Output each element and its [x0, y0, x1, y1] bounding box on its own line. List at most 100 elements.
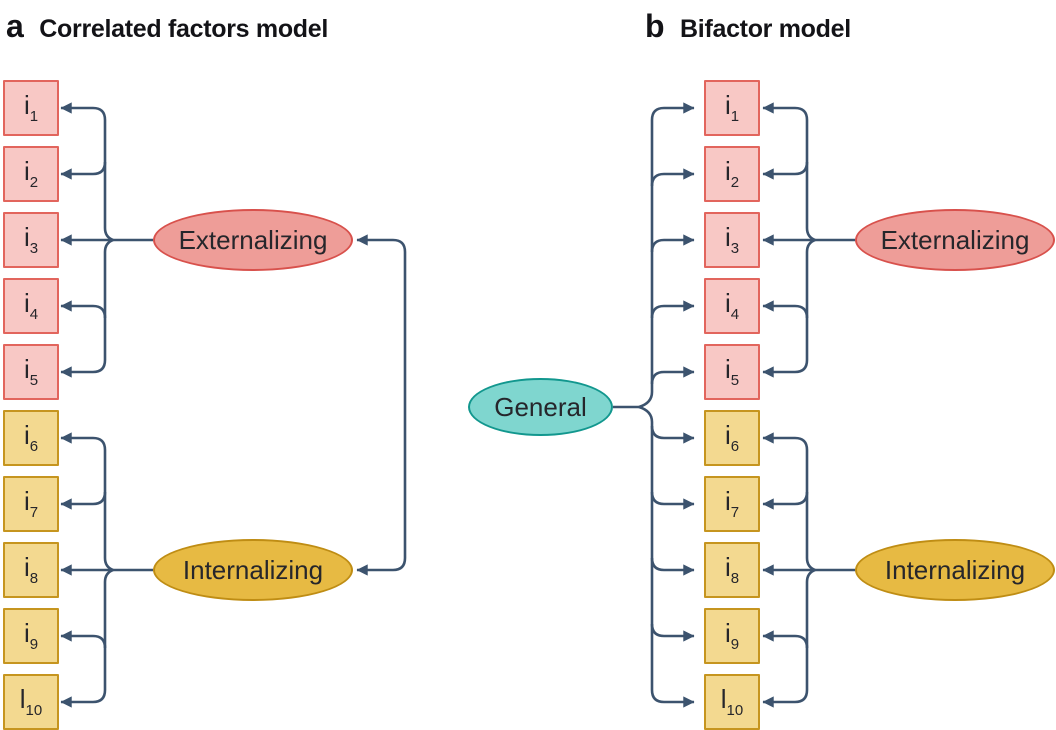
indicator-label: i7 — [725, 488, 739, 520]
indicator-box-b-9: i9 — [704, 608, 760, 664]
indicator-box-a-10: l10 — [3, 674, 59, 730]
indicator-label: i9 — [24, 620, 38, 652]
connector-path — [638, 405, 695, 708]
indicator-subscript: 7 — [29, 504, 39, 521]
indicator-subscript: 1 — [730, 108, 740, 125]
loadings-externalizing-b — [762, 102, 855, 378]
loadings-internalizing-a — [60, 432, 153, 708]
indicator-subscript: 8 — [730, 570, 740, 587]
connector-path — [762, 630, 809, 649]
indicator-letter: i — [23, 420, 30, 450]
indicator-letter: i — [724, 90, 731, 120]
indicator-letter: i — [724, 420, 731, 450]
factor-correlation-arrow — [356, 234, 407, 576]
connector-path — [650, 491, 695, 510]
indicator-label: l10 — [721, 686, 743, 718]
panel-b-letter: b — [645, 8, 665, 44]
indicator-box-a-4: i4 — [3, 278, 59, 334]
indicator-subscript: 6 — [29, 438, 39, 455]
indicator-box-b-6: i6 — [704, 410, 760, 466]
factor-ellipse-externalizing-b: Externalizing — [855, 209, 1055, 271]
indicator-letter: i — [23, 354, 30, 384]
indicator-box-a-2: i2 — [3, 146, 59, 202]
connector-path — [650, 168, 695, 187]
indicator-box-b-5: i5 — [704, 344, 760, 400]
indicator-label: i6 — [24, 422, 38, 454]
indicator-label: i6 — [725, 422, 739, 454]
connector-path — [762, 300, 809, 319]
connector-path — [762, 238, 816, 378]
indicator-letter: i — [23, 618, 30, 648]
indicator-subscript: 8 — [29, 570, 39, 587]
indicator-label: i5 — [24, 356, 38, 388]
connector-path — [762, 491, 809, 510]
loadings-general-b — [613, 102, 695, 708]
factor-label-externalizing: Externalizing — [178, 224, 328, 255]
connector-path — [356, 234, 407, 576]
connector-path — [650, 557, 695, 576]
indicator-label: i3 — [24, 224, 38, 256]
connector-path — [60, 161, 107, 180]
indicator-label: i4 — [725, 290, 739, 322]
factor-label-externalizing: Externalizing — [880, 224, 1030, 255]
indicator-subscript: 1 — [29, 108, 39, 125]
indicator-letter: i — [724, 354, 731, 384]
indicator-subscript: 3 — [29, 240, 39, 257]
connector-path — [650, 300, 695, 319]
indicator-box-b-3: i3 — [704, 212, 760, 268]
indicator-box-b-1: i1 — [704, 80, 760, 136]
panel-a-heading: a Correlated factors model — [6, 8, 328, 45]
indicator-letter: i — [23, 552, 30, 582]
indicator-label: i1 — [725, 92, 739, 124]
indicator-label: i1 — [24, 92, 38, 124]
indicator-subscript: 6 — [730, 438, 740, 455]
indicator-subscript: 10 — [25, 702, 43, 719]
indicator-subscript: 9 — [29, 636, 39, 653]
panel-b-heading: b Bifactor model — [645, 8, 851, 45]
connector-path — [762, 102, 816, 242]
indicator-box-a-6: i6 — [3, 410, 59, 466]
connector-path — [762, 161, 809, 180]
indicator-label: i7 — [24, 488, 38, 520]
indicator-label: i8 — [725, 554, 739, 586]
factor-ellipse-internalizing-a: Internalizing — [153, 539, 353, 601]
connector-path — [60, 102, 114, 242]
connector-path — [60, 491, 107, 510]
indicator-letter: i — [724, 552, 731, 582]
factor-ellipse-internalizing-b: Internalizing — [855, 539, 1055, 601]
panel-a-title: Correlated factors model — [39, 15, 329, 43]
indicator-subscript: 2 — [29, 174, 39, 191]
connector-path — [60, 630, 107, 649]
indicator-letter: i — [724, 288, 731, 318]
panel-b-title: Bifactor model — [680, 15, 851, 43]
panel-a-letter: a — [6, 8, 24, 44]
indicator-subscript: 4 — [730, 306, 740, 323]
indicator-box-b-8: i8 — [704, 542, 760, 598]
indicator-letter: i — [23, 288, 30, 318]
connector-path — [638, 102, 695, 409]
connector-path — [650, 234, 695, 253]
indicator-subscript: 5 — [29, 372, 39, 389]
indicator-box-b-2: i2 — [704, 146, 760, 202]
indicator-letter: i — [23, 486, 30, 516]
indicator-subscript: 2 — [730, 174, 740, 191]
indicator-label: i2 — [24, 158, 38, 190]
indicator-label: i4 — [24, 290, 38, 322]
indicator-subscript: 5 — [730, 372, 740, 389]
indicator-letter: i — [724, 156, 731, 186]
indicator-letter: l — [720, 684, 727, 714]
indicator-box-a-9: i9 — [3, 608, 59, 664]
indicator-subscript: 7 — [730, 504, 740, 521]
indicator-box-b-4: i4 — [704, 278, 760, 334]
indicator-letter: i — [23, 90, 30, 120]
indicator-box-b-10: l10 — [704, 674, 760, 730]
indicator-letter: i — [23, 156, 30, 186]
indicator-letter: i — [724, 618, 731, 648]
indicator-box-a-5: i5 — [3, 344, 59, 400]
indicator-box-a-3: i3 — [3, 212, 59, 268]
indicator-subscript: 9 — [730, 636, 740, 653]
connector-path — [650, 366, 695, 385]
indicator-label: i9 — [725, 620, 739, 652]
